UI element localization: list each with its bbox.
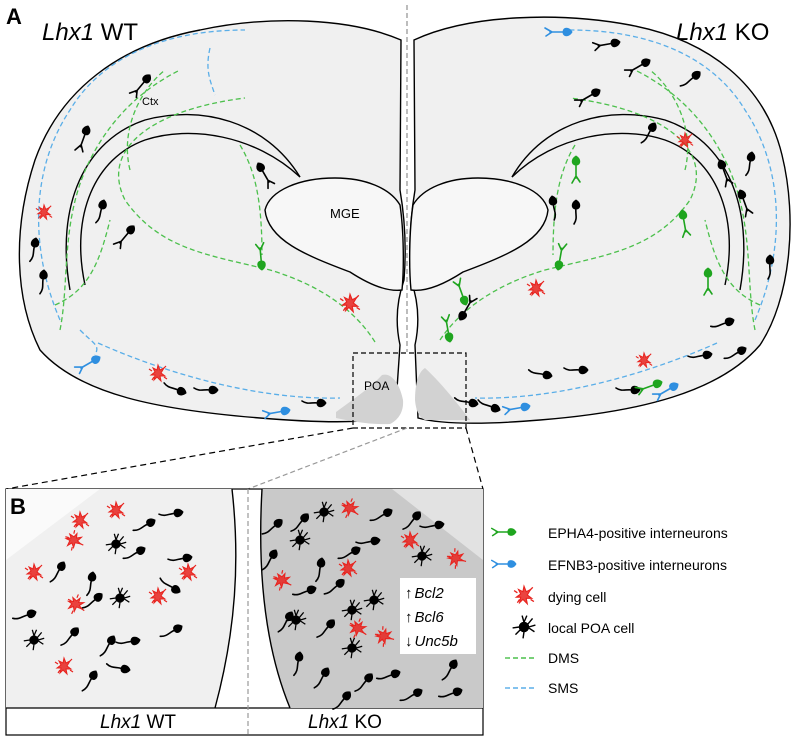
label-poa: POA bbox=[364, 379, 389, 393]
legend: EPHA4-positive interneurons EFNB3-positi… bbox=[490, 525, 728, 696]
gene-row-3: ↓Unc5b bbox=[405, 633, 458, 650]
panel-b-wt-label: Lhx1 WT bbox=[100, 712, 176, 733]
legend-item-epha4: EPHA4-positive interneurons bbox=[490, 525, 728, 541]
panel-a-letter: A bbox=[6, 4, 22, 29]
ko-hemisphere bbox=[408, 16, 791, 424]
legend-label: local POA cell bbox=[548, 620, 634, 636]
legend-item-efnb3: EFNB3-positive interneurons bbox=[490, 557, 727, 573]
wt-hemisphere: MGE Ctx POA bbox=[18, 20, 406, 425]
panel-b-letter: B bbox=[10, 494, 26, 519]
legend-item-sms: SMS bbox=[505, 680, 578, 696]
dying-cell-icon bbox=[513, 585, 535, 605]
zoom-line-left bbox=[5, 427, 354, 490]
legend-label: DMS bbox=[548, 650, 579, 666]
gene-box bbox=[400, 578, 476, 654]
zoom-line-right bbox=[465, 427, 484, 490]
zoom-line-center bbox=[247, 427, 408, 490]
star-cell-icon bbox=[511, 614, 537, 640]
ko-sms-routes bbox=[474, 29, 777, 399]
ko-dms-routes bbox=[439, 69, 761, 341]
panel-a-ko-title: Lhx1 KO bbox=[676, 19, 769, 46]
wt-dms-routes bbox=[54, 69, 376, 343]
legend-label: EFNB3-positive interneurons bbox=[548, 557, 727, 573]
gene-row-2: ↑Bcl6 bbox=[405, 609, 444, 626]
panel-b: B bbox=[5, 488, 484, 736]
label-mge: MGE bbox=[330, 206, 360, 221]
panel-b-ko-label: Lhx1 KO bbox=[308, 712, 382, 733]
legend-item-dying: dying cell bbox=[513, 585, 606, 605]
legend-item-dms: DMS bbox=[505, 650, 579, 666]
legend-item-local-poa: local POA cell bbox=[511, 614, 634, 640]
legend-label: dying cell bbox=[548, 589, 606, 605]
neuron-icon bbox=[490, 559, 517, 569]
legend-label: SMS bbox=[548, 680, 578, 696]
gene-row-1: ↑Bcl2 bbox=[405, 585, 444, 602]
neuron-icon bbox=[490, 527, 517, 537]
label-ctx: Ctx bbox=[142, 96, 159, 108]
zoom-box bbox=[352, 352, 467, 429]
legend-label: EPHA4-positive interneurons bbox=[548, 525, 728, 541]
panel-a-wt-title: Lhx1 WT bbox=[42, 19, 138, 46]
wt-sms-routes bbox=[38, 29, 341, 399]
